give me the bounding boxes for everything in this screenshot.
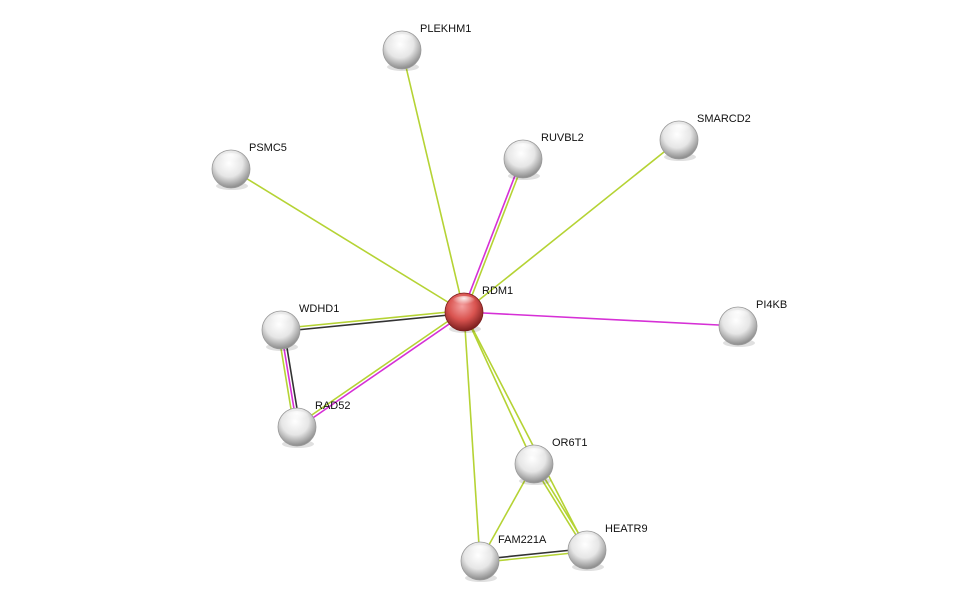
node-highlight	[219, 153, 243, 165]
edge-line-textmining[interactable]	[295, 310, 464, 427]
node-pi4kb[interactable]: PI4KB	[718, 299, 787, 347]
node-highlight	[452, 296, 476, 308]
node-label: RUVBL2	[541, 132, 584, 144]
edge-line-experiments[interactable]	[461, 158, 523, 312]
node-smarcd2[interactable]: SMARCD2	[659, 113, 751, 161]
node-highlight	[269, 314, 293, 326]
edge-rdm1-ruvbl2[interactable]	[461, 158, 526, 313]
edge-line-textmining[interactable]	[463, 311, 481, 562]
edge-line-textmining[interactable]	[463, 311, 588, 551]
edge-line-textmining[interactable]	[464, 159, 526, 313]
node-label: PSMC5	[249, 142, 287, 154]
edge-rdm1-pi4kb[interactable]	[463, 311, 739, 327]
node-ruvbl2[interactable]: RUVBL2	[503, 132, 584, 180]
node-highlight	[390, 34, 414, 46]
node-label: PI4KB	[756, 299, 787, 311]
node-label: WDHD1	[299, 303, 339, 315]
node-highlight	[726, 310, 750, 322]
node-highlight	[522, 448, 546, 460]
node-label: OR6T1	[552, 437, 587, 449]
edge-rdm1-or6t1[interactable]	[463, 311, 535, 465]
node-label: PLEKHM1	[420, 23, 471, 35]
edge-line-textmining[interactable]	[280, 309, 464, 330]
node-fam221a[interactable]: FAM221A	[460, 534, 547, 582]
node-highlight	[468, 545, 492, 557]
edge-line-textmining[interactable]	[463, 139, 680, 313]
edge-line-coexpression[interactable]	[281, 312, 465, 333]
node-wdhd1[interactable]: WDHD1	[261, 303, 339, 351]
node-highlight	[285, 411, 309, 423]
edge-line-textmining[interactable]	[463, 311, 535, 465]
edge-line-experiments[interactable]	[297, 312, 466, 429]
edge-rdm1-wdhd1[interactable]	[280, 309, 465, 333]
edge-rdm1-psmc5[interactable]	[230, 168, 465, 313]
edge-rdm1-plekhm1[interactable]	[401, 49, 465, 313]
node-or6t1[interactable]: OR6T1	[514, 437, 587, 485]
edge-line-experiments[interactable]	[463, 311, 739, 327]
node-label: SMARCD2	[697, 113, 751, 125]
node-label: RDM1	[482, 285, 513, 297]
node-rdm1[interactable]: RDM1	[444, 285, 513, 333]
edge-line-textmining[interactable]	[230, 168, 465, 313]
node-psmc5[interactable]: PSMC5	[211, 142, 287, 190]
edge-line-textmining[interactable]	[401, 49, 465, 313]
node-label: HEATR9	[605, 523, 648, 535]
node-label: FAM221A	[498, 534, 547, 546]
node-rad52[interactable]: RAD52	[277, 400, 350, 448]
node-label: RAD52	[315, 400, 350, 412]
node-plekhm1[interactable]: PLEKHM1	[382, 23, 471, 71]
node-highlight	[667, 124, 691, 136]
edge-rdm1-smarcd2[interactable]	[463, 139, 680, 313]
edge-rdm1-fam221a[interactable]	[463, 311, 481, 562]
node-heatr9[interactable]: HEATR9	[567, 523, 648, 571]
node-highlight	[511, 143, 535, 155]
edge-rdm1-heatr9[interactable]	[463, 311, 588, 551]
edge-rdm1-rad52[interactable]	[295, 310, 466, 429]
node-highlight	[575, 534, 599, 546]
